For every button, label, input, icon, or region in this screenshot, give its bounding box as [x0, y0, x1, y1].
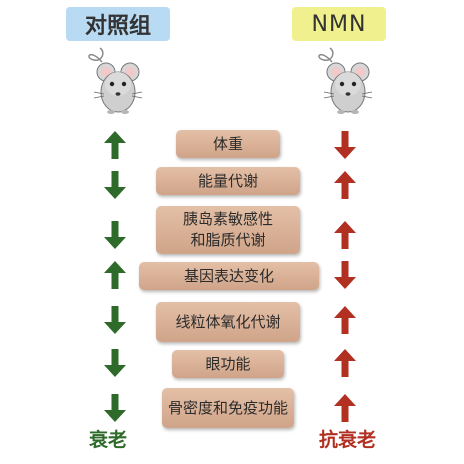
arrow-down-icon: [104, 221, 126, 249]
metric-label-line: 胰岛素敏感性: [182, 210, 273, 228]
control-group-label-text: 对照组: [84, 14, 151, 39]
metric-plank: 能量代谢: [156, 167, 300, 195]
metric-label: 体重: [212, 134, 243, 153]
metric-label: 骨密度和免疫功能: [167, 398, 288, 417]
arrow-up-icon: [104, 261, 126, 289]
metric-plank: 线粒体氧化代谢: [156, 302, 300, 342]
metric-label: 能量代谢: [197, 171, 258, 190]
metric-plank: 胰岛素敏感性和脂质代谢: [156, 206, 300, 254]
metric-label: 线粒体氧化代谢: [175, 312, 281, 331]
metric-label: 眼功能: [205, 354, 251, 373]
arrow-down-icon: [104, 349, 126, 377]
metric-plank: 眼功能: [172, 350, 284, 378]
nmn-result-label: 抗衰老: [319, 429, 377, 451]
arrow-up-icon: [104, 131, 126, 159]
arrow-up-icon: [334, 171, 356, 199]
metric-plank: 基因表达变化: [139, 262, 319, 290]
arrow-down-icon: [104, 306, 126, 334]
metric-label-line: 和脂质代谢: [190, 231, 266, 249]
arrow-down-icon: [104, 394, 126, 422]
arrow-up-icon: [334, 306, 356, 334]
metric-plank: 骨密度和免疫功能: [162, 388, 294, 428]
arrow-up-icon: [334, 394, 356, 422]
arrow-down-icon: [104, 171, 126, 199]
metric-label: 基因表达变化: [183, 266, 274, 285]
mouse-icon: [318, 47, 373, 114]
metric-plank: 体重: [176, 130, 280, 158]
mouse-icon: [88, 47, 143, 114]
control-group-label: 对照组: [66, 7, 170, 41]
arrow-down-icon: [334, 131, 356, 159]
nmn-group-label-text: NMN: [311, 11, 367, 37]
arrow-up-icon: [334, 221, 356, 249]
arrow-down-icon: [334, 261, 356, 289]
arrow-up-icon: [334, 349, 356, 377]
nmn-group-label: NMN: [292, 7, 386, 41]
control-result-label: 衰老: [89, 429, 128, 451]
